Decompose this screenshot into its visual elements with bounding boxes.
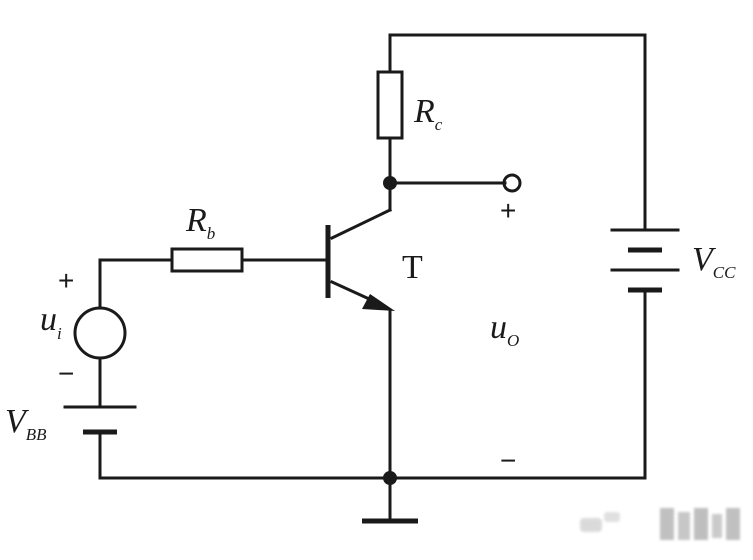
junction-ground xyxy=(383,471,397,485)
battery-vbb xyxy=(63,405,137,435)
input-minus-sign: − xyxy=(58,358,74,389)
resistor-rc xyxy=(376,70,404,140)
input-plus-sign: + xyxy=(58,265,74,296)
label-rc: Rc xyxy=(413,93,443,134)
label-rb: Rb xyxy=(185,202,215,243)
wire-collector-lead xyxy=(329,207,393,241)
resistor-rb xyxy=(170,247,244,273)
label-vcc: VCC xyxy=(692,241,736,282)
junction-collector xyxy=(383,176,397,190)
output-plus-sign: + xyxy=(500,195,516,226)
label-ui: ui xyxy=(40,301,62,343)
wire-bottom xyxy=(98,288,647,480)
ac-source-ui xyxy=(73,306,127,360)
battery-vcc xyxy=(610,228,680,293)
watermark-logo xyxy=(580,508,740,540)
wire-top xyxy=(388,33,647,232)
label-uo: uO xyxy=(490,309,519,350)
wire-source-to-rb xyxy=(98,258,174,310)
label-vbb: VBB xyxy=(5,403,47,444)
wires xyxy=(98,33,647,522)
output-minus-sign: − xyxy=(500,445,516,476)
output-terminal[interactable] xyxy=(502,173,522,193)
emitter-arrow xyxy=(362,294,395,311)
transistor-npn xyxy=(325,225,395,311)
label-transistor: T xyxy=(402,249,423,286)
